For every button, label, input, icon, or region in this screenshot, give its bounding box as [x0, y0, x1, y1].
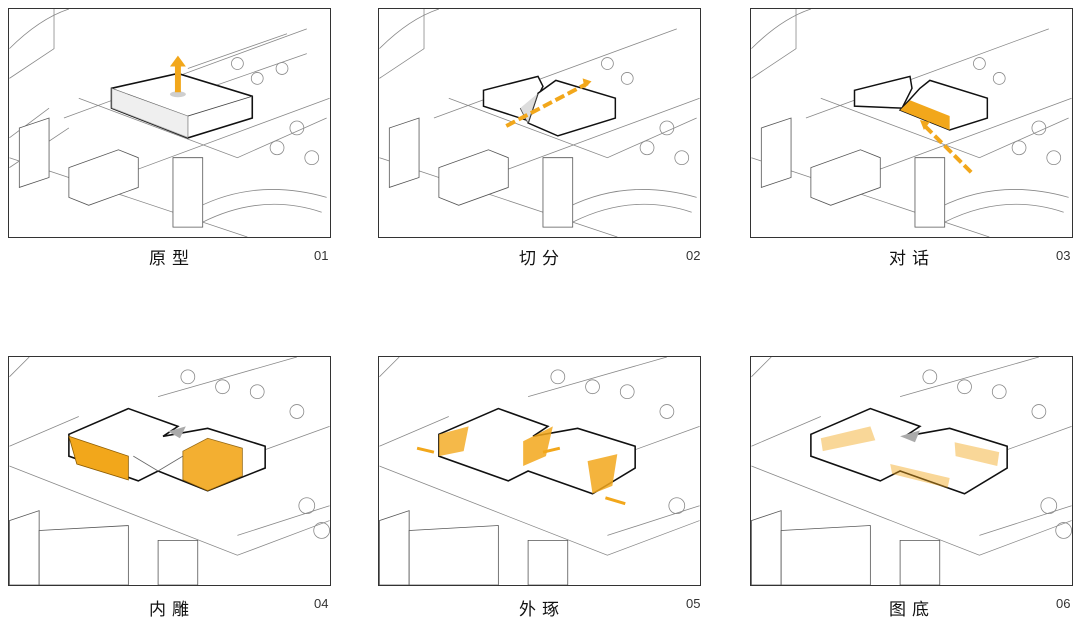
diagram-panel-04 [8, 356, 331, 586]
diagram-panel-05 [378, 356, 701, 586]
step-title: 原型 [149, 249, 195, 269]
step-number: 01 [314, 248, 329, 263]
diagram-panel-01 [8, 8, 331, 238]
massing-diagram [751, 357, 1072, 585]
massing-diagram [751, 9, 1072, 237]
step-number: 03 [1056, 248, 1071, 263]
step-title: 图底 [889, 600, 935, 620]
massing-diagram [379, 357, 700, 585]
massing-diagram [379, 9, 700, 237]
step-number: 04 [314, 596, 329, 611]
massing-diagram [9, 357, 330, 585]
step-number: 06 [1056, 596, 1071, 611]
massing-diagram [9, 9, 330, 237]
step-title: 对话 [889, 249, 935, 269]
diagram-panel-06 [750, 356, 1073, 586]
diagram-panel-02 [378, 8, 701, 238]
step-number: 05 [686, 596, 701, 611]
step-title: 外琢 [519, 600, 565, 620]
step-number: 02 [686, 248, 701, 263]
diagram-panel-03 [750, 8, 1073, 238]
step-title: 内雕 [149, 600, 195, 620]
step-title: 切分 [519, 249, 565, 269]
